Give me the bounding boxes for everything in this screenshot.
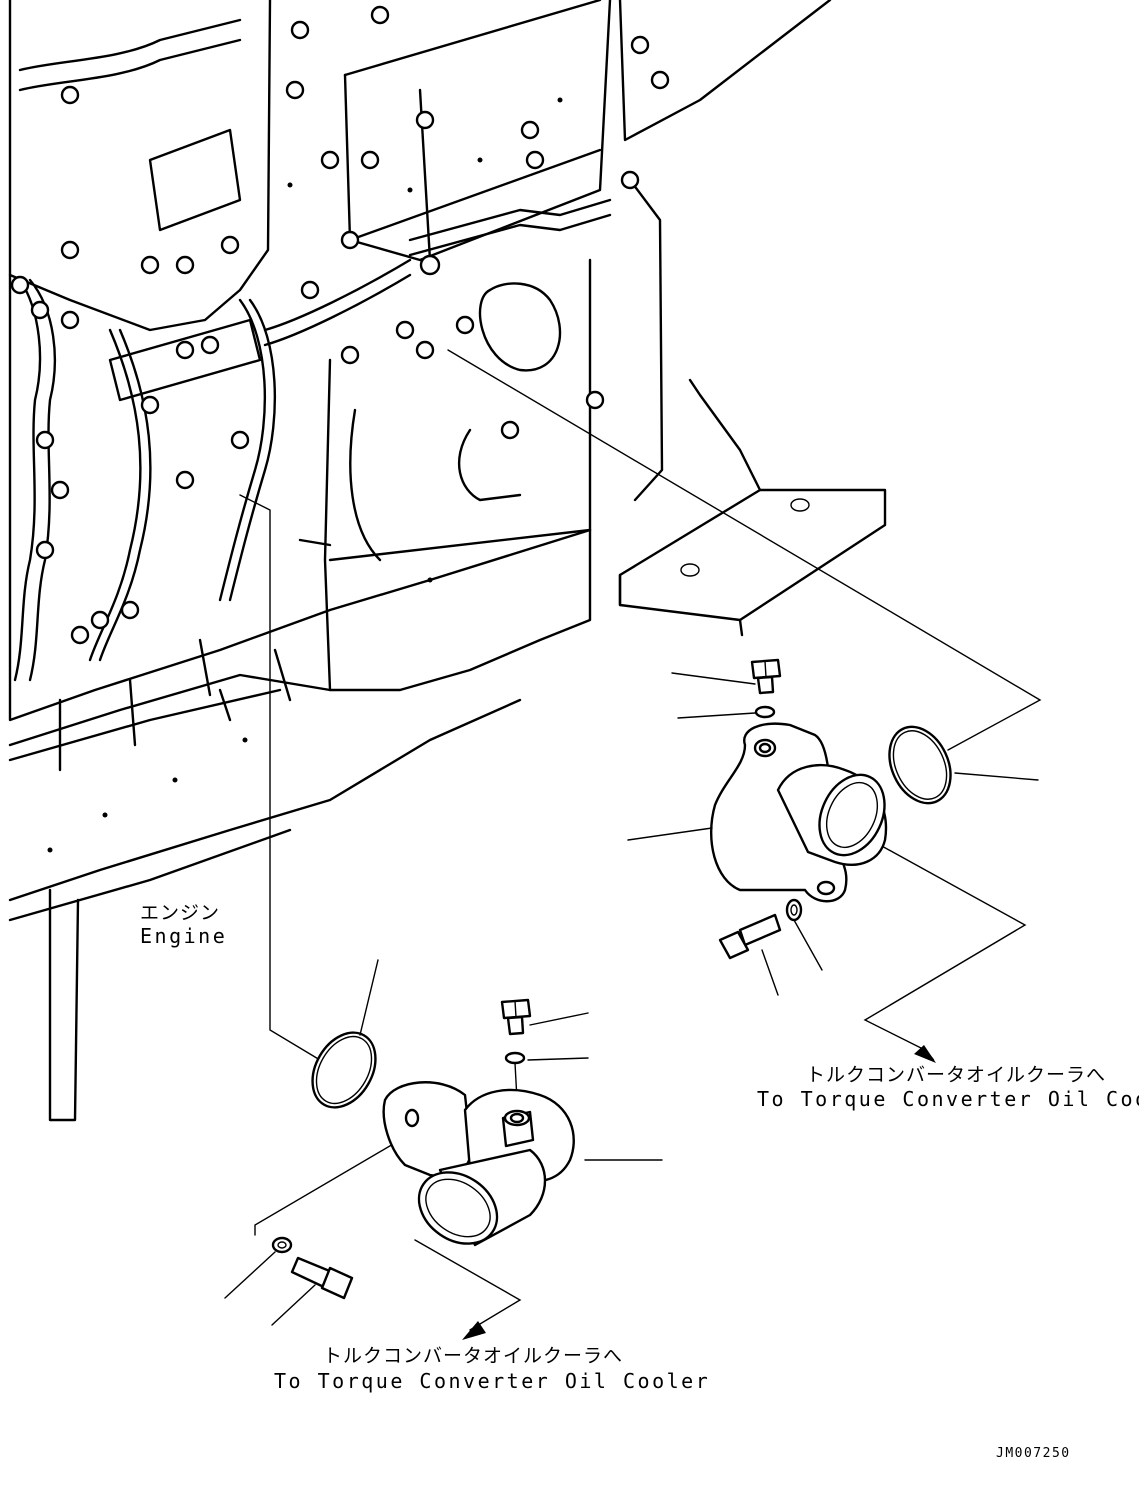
document-id: JM007250 bbox=[996, 1446, 1071, 1461]
reference-lines bbox=[239, 349, 1042, 1331]
lower-elbow-body bbox=[382, 1081, 575, 1247]
lower-side-bolt bbox=[290, 1256, 354, 1300]
lower-arrow-icon bbox=[462, 1321, 486, 1340]
upper-side-bolt bbox=[718, 913, 782, 960]
upper-elbow-assembly bbox=[627, 658, 1039, 996]
lower-callout-en: To Torque Converter Oil Cooler bbox=[274, 1369, 711, 1393]
upper-large-o-ring bbox=[888, 725, 952, 805]
upper-elbow-body bbox=[709, 722, 888, 903]
upper-leader-lines bbox=[627, 672, 1039, 996]
lower-leader-lines bbox=[224, 959, 663, 1326]
lower-small-o-ring bbox=[504, 1051, 526, 1065]
lower-washer bbox=[271, 1236, 293, 1254]
flow-arrows bbox=[462, 1045, 936, 1340]
lower-large-o-ring bbox=[311, 1031, 377, 1109]
lower-callout-jp: トルクコンバータオイルクーラへ bbox=[323, 1345, 624, 1367]
upper-washer bbox=[785, 898, 803, 922]
engine-label-jp: エンジン bbox=[140, 902, 221, 924]
lower-elbow-assembly bbox=[224, 959, 663, 1326]
lower-top-bolt bbox=[500, 998, 532, 1036]
upper-top-bolt bbox=[750, 658, 782, 695]
upper-callout-en: To Torque Converter Oil Cooler bbox=[757, 1087, 1139, 1111]
engine-label-en: Engine bbox=[140, 924, 228, 948]
upper-arrow-icon bbox=[914, 1045, 936, 1063]
engine-assembly bbox=[8, 0, 887, 1122]
engine-surface-dots bbox=[47, 97, 563, 853]
upper-small-o-ring bbox=[754, 705, 776, 719]
engine-bolt-heads bbox=[10, 5, 670, 645]
upper-callout-jp: トルクコンバータオイルクーラへ bbox=[806, 1064, 1107, 1086]
